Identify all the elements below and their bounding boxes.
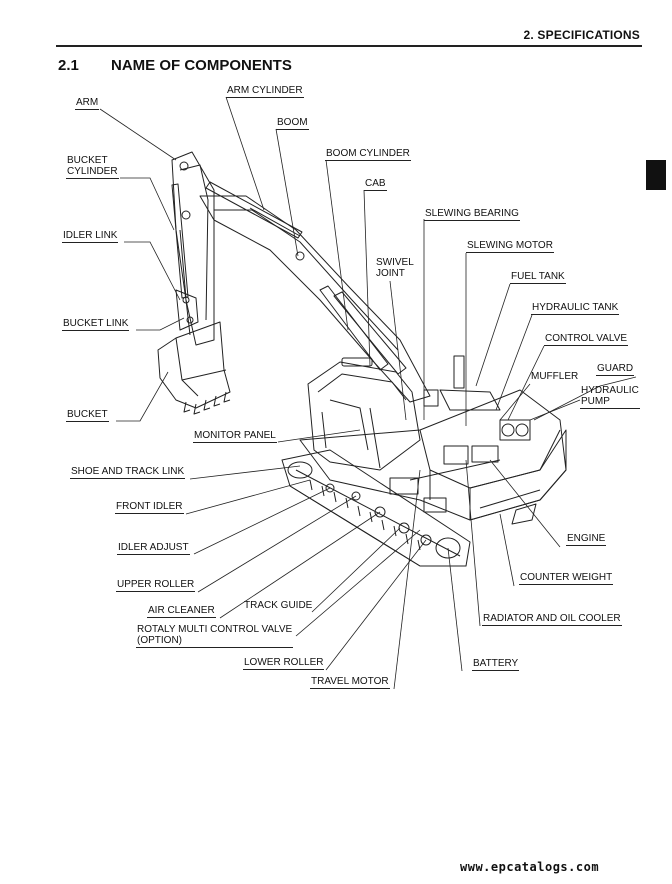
- label-cab: CAB: [364, 178, 387, 191]
- label-fuel-tank: FUEL TANK: [510, 271, 566, 284]
- label-shoe-and-track-link: SHOE AND TRACK LINK: [70, 466, 186, 479]
- cab-drawing: [307, 357, 421, 471]
- label-radiator-oil-cooler: RADIATOR AND OIL COOLER: [482, 613, 622, 626]
- label-arm: ARM: [75, 97, 100, 110]
- label-rotaly-multi-control-valve: ROTALY MULTI CONTROL VALVE (OPTION): [136, 624, 294, 648]
- bucket-drawing: [157, 321, 231, 415]
- label-bucket-link: BUCKET LINK: [62, 318, 130, 331]
- arm-cylinder-drawing: [205, 181, 303, 239]
- label-engine: ENGINE: [566, 533, 607, 546]
- label-air-cleaner: AIR CLEANER: [147, 605, 216, 618]
- chapter-tab-mark: [646, 160, 666, 190]
- label-guard: GUARD: [596, 363, 635, 376]
- arm-drawing: [171, 151, 215, 346]
- label-front-idler: FRONT IDLER: [115, 501, 184, 514]
- label-boom-cylinder: BOOM CYLINDER: [325, 148, 411, 161]
- footer-url: www.epcatalogs.com: [460, 860, 600, 874]
- counter-weight-drawing: [469, 429, 567, 525]
- label-boom: BOOM: [276, 117, 309, 130]
- header-rule: [56, 45, 642, 47]
- label-muffler: MUFFLER: [531, 371, 579, 382]
- label-track-guide: TRACK GUIDE: [244, 600, 313, 611]
- upper-structure-drawing: [299, 355, 567, 521]
- bucket-link-drawing: [175, 289, 199, 331]
- label-upper-roller: UPPER ROLLER: [116, 579, 196, 592]
- label-battery: BATTERY: [472, 658, 520, 671]
- label-bucket-cylinder: BUCKET CYLINDER: [66, 155, 119, 179]
- label-lower-roller: LOWER ROLLER: [243, 657, 325, 670]
- section-title: NAME OF COMPONENTS: [111, 57, 292, 74]
- section-number: 2.1: [58, 57, 79, 74]
- bucket-cylinder-drawing: [171, 183, 189, 299]
- label-idler-adjust: IDLER ADJUST: [117, 542, 190, 555]
- label-counter-weight: COUNTER WEIGHT: [519, 572, 614, 585]
- label-slewing-bearing: SLEWING BEARING: [424, 208, 520, 221]
- label-hydraulic-tank: HYDRAULIC TANK: [531, 302, 620, 315]
- label-control-valve: CONTROL VALVE: [544, 333, 629, 346]
- boom-cylinder-drawing: [319, 285, 407, 375]
- label-arm-cylinder: ARM CYLINDER: [226, 85, 304, 98]
- label-bucket: BUCKET: [66, 409, 109, 422]
- label-monitor-panel: MONITOR PANEL: [193, 430, 277, 443]
- undercarriage-drawing: [281, 449, 471, 567]
- label-hydraulic-pump: HYDRAULIC PUMP: [580, 385, 640, 409]
- label-swivel-joint: SWIVEL JOINT: [376, 257, 414, 279]
- label-travel-motor: TRAVEL MOTOR: [310, 676, 390, 689]
- label-idler-link: IDLER LINK: [62, 230, 119, 243]
- label-slewing-motor: SLEWING MOTOR: [466, 240, 554, 253]
- section-header: 2. SPECIFICATIONS: [523, 28, 640, 42]
